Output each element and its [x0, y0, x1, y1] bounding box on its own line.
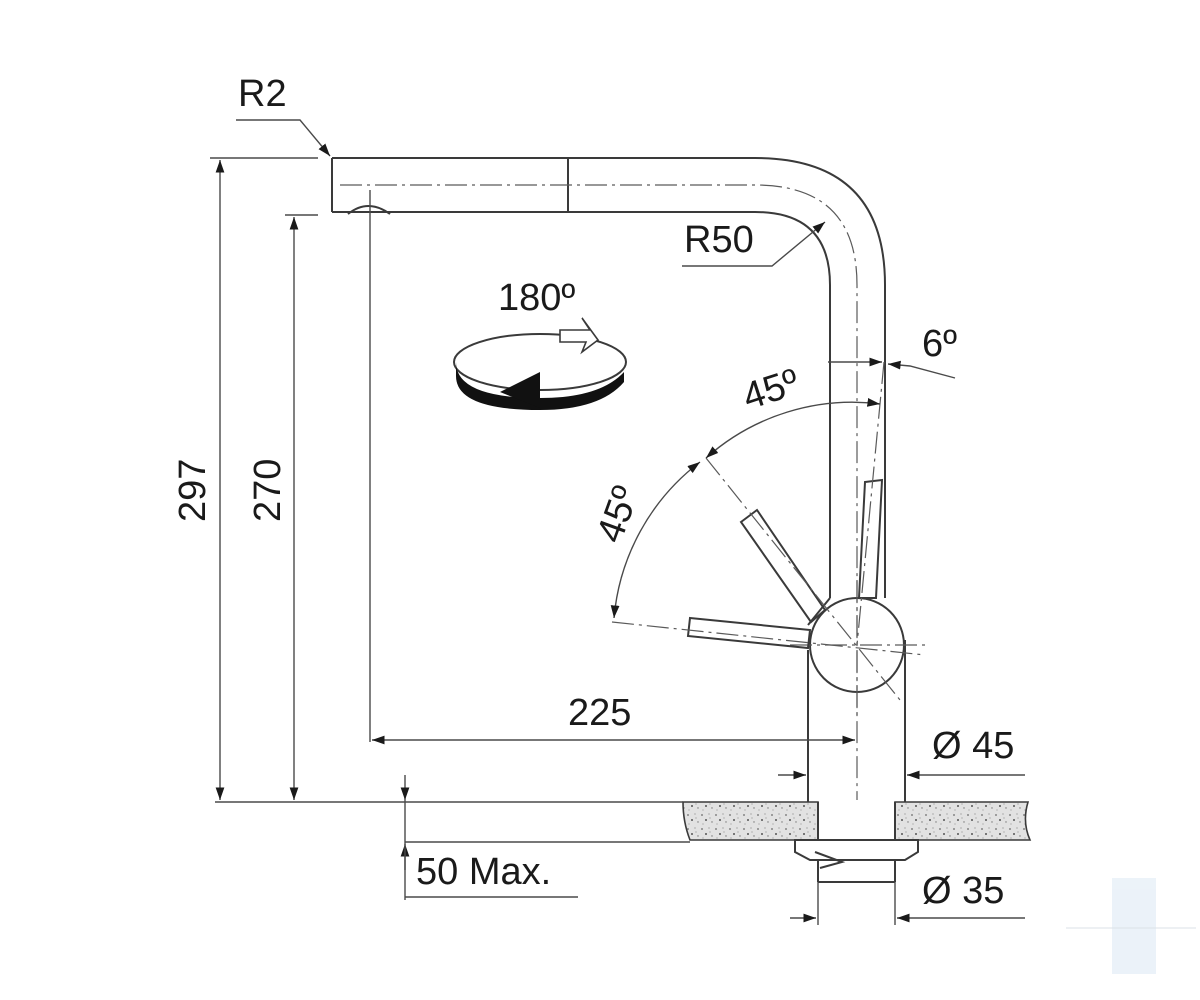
rotation-arrow-icon [453, 317, 627, 410]
label-r50: R50 [684, 219, 754, 261]
dimension-lines [210, 119, 1025, 925]
label-height-total: 297 [172, 459, 214, 522]
label-tilt-angle: 6º [922, 323, 957, 365]
watermark-logo [1066, 878, 1196, 974]
label-base-diameter: Ø 45 [932, 725, 1014, 767]
faucet-body [611, 361, 926, 802]
label-rotation: 180º [498, 277, 575, 319]
lever-position-45 [705, 457, 901, 701]
lever-position-vertical [856, 361, 885, 646]
label-hole-diameter: Ø 35 [922, 870, 1004, 912]
label-angle-lower: 45º [589, 481, 648, 548]
label-counter-thickness: 50 Max. [416, 851, 551, 893]
label-reach: 225 [568, 692, 631, 734]
spout [331, 157, 886, 800]
label-r2: R2 [238, 73, 287, 115]
countertop [682, 801, 1032, 883]
lever-position-horizontal [611, 616, 926, 656]
dimension-labels: R2 R50 180º 6º 45º 45º 297 270 225 Ø 45 … [172, 73, 1014, 912]
label-height-outlet: 270 [247, 459, 289, 522]
